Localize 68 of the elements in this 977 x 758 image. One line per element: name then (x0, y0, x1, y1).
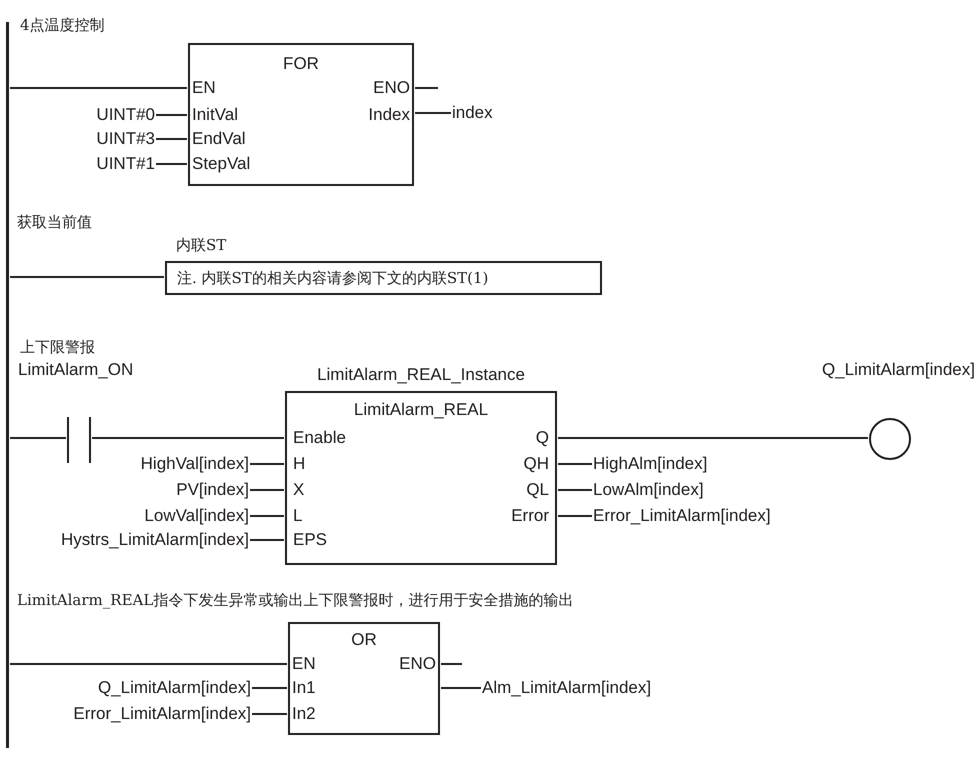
pin-label: InitVal (192, 105, 238, 125)
pin-label: ENO (399, 654, 436, 674)
wire (415, 87, 438, 89)
variable-label: LowAlm[index] (593, 480, 704, 500)
wire (156, 163, 187, 165)
pin-label: Q (536, 428, 549, 448)
variable-label: Error_LimitAlarm[index] (593, 506, 771, 526)
variable-label: Hystrs_LimitAlarm[index] (61, 530, 249, 550)
variable-label: HighVal[index] (140, 454, 249, 474)
wire (558, 515, 592, 517)
wire (10, 87, 187, 89)
variable-label: PV[index] (176, 480, 249, 500)
variable-label: Alm_LimitAlarm[index] (482, 678, 652, 698)
pin-label: Error (511, 506, 549, 526)
pin-label: EN (192, 78, 216, 98)
wire (10, 437, 66, 439)
wire (250, 515, 284, 517)
inline-st-heading: 内联ST (176, 235, 226, 255)
wire (558, 437, 868, 439)
pin-label: EndVal (192, 129, 246, 149)
pin-label: Index (368, 105, 410, 125)
wire (558, 489, 592, 491)
variable-label: LimitAlarm_ON (18, 360, 134, 380)
wire (250, 539, 284, 541)
variable-label: Q_LimitAlarm[index] (822, 360, 975, 380)
wire (252, 687, 287, 689)
wire (10, 663, 287, 665)
block-name: FOR (283, 54, 319, 74)
pin-label: In2 (292, 704, 316, 724)
wire (250, 489, 284, 491)
variable-label: UINT#1 (96, 154, 155, 174)
block-name: OR (351, 630, 377, 650)
rung-comment: 上下限警报 (20, 337, 95, 357)
pin-label: ENO (373, 78, 410, 98)
rung-comment: LimitAlarm_REAL指令下发生异常或输出上下限警报时，进行用于安全措施的输出 (17, 590, 574, 610)
pin-label: In1 (292, 678, 316, 698)
variable-label: index (452, 103, 493, 123)
wire (156, 138, 187, 140)
pin-label: Enable (293, 428, 346, 448)
instance-name: LimitAlarm_REAL_Instance (317, 365, 525, 385)
block-name: LimitAlarm_REAL (354, 400, 488, 420)
rung-comment: 获取当前值 (17, 212, 92, 232)
pin-label: EN (292, 654, 316, 674)
wire (250, 463, 284, 465)
pin-label: StepVal (192, 154, 250, 174)
wire (92, 437, 284, 439)
pin-label: QL (526, 480, 549, 500)
variable-label: UINT#0 (96, 105, 155, 125)
pin-label: EPS (293, 530, 328, 550)
rung-comment: 4点温度控制 (20, 15, 105, 35)
pin-label: L (293, 506, 302, 526)
wire (156, 114, 187, 116)
wire (10, 276, 164, 278)
wire (441, 663, 462, 665)
variable-label: Error_LimitAlarm[index] (73, 704, 251, 724)
variable-label: LowVal[index] (144, 506, 249, 526)
pin-label: QH (524, 454, 549, 474)
note-text: 注. 内联ST的相关内容请参阅下文的内联ST(1) (177, 268, 488, 288)
variable-label: HighAlm[index] (593, 454, 708, 474)
pin-label: X (293, 480, 304, 500)
wire (558, 463, 592, 465)
variable-label: Q_LimitAlarm[index] (98, 678, 251, 698)
wire (441, 687, 481, 689)
power-rail (6, 22, 9, 748)
wire (415, 112, 451, 114)
wire (252, 713, 287, 715)
variable-label: UINT#3 (96, 129, 155, 149)
pin-label: H (293, 454, 306, 474)
